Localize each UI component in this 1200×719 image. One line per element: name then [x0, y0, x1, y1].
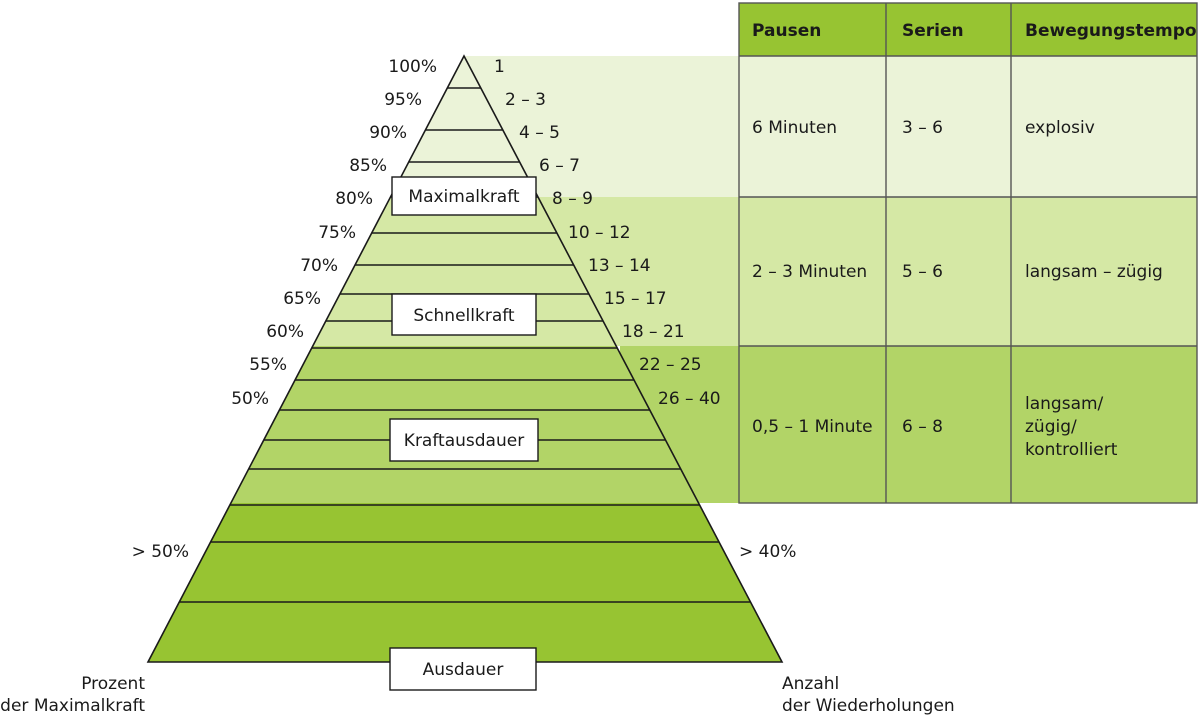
table-cell-tempo: langsam/ — [1025, 394, 1104, 414]
table-cell-tempo: zügig/ — [1025, 417, 1077, 437]
zone-label-maximalkraft: Maximalkraft — [408, 187, 520, 207]
reps-label: 2 – 3 — [505, 90, 546, 110]
table-cell-tempo: langsam – zügig — [1025, 262, 1163, 282]
reps-label: 8 – 9 — [552, 189, 593, 209]
percent-label: 50% — [231, 389, 269, 409]
zone-box-schnellkraft: Schnellkraft — [391, 293, 537, 336]
table-header-bewegungstempo: Bewegungstempo — [1025, 21, 1197, 41]
zone-label-kraftausdauer: Kraftausdauer — [404, 431, 524, 451]
zone-label-schnellkraft: Schnellkraft — [413, 306, 515, 326]
pyramid-zone-ausdauer — [148, 503, 782, 662]
pyramid-divider-lines — [179, 87, 751, 603]
table-cell-pausen: 2 – 3 Minuten — [752, 262, 867, 282]
table-row — [739, 197, 1197, 346]
left-percent-labels: 100% 95% 90% 85% 80% 75% 70% 65% 60% 55%… — [231, 57, 437, 409]
training-parameters-table: Pausen Serien Bewegungstempo 6 Minuten 3… — [738, 2, 1198, 504]
reps-label: 18 – 21 — [622, 322, 685, 342]
percent-label: 100% — [388, 57, 437, 77]
zone-label-ausdauer: Ausdauer — [423, 660, 504, 680]
table-cell-pausen: 0,5 – 1 Minute — [752, 417, 873, 437]
table-cell-tempo: explosiv — [1025, 118, 1095, 138]
table-cell-serien: 3 – 6 — [902, 118, 943, 138]
reps-label: 13 – 14 — [588, 256, 651, 276]
reps-label: 22 – 25 — [639, 355, 702, 375]
table-header-serien: Serien — [902, 21, 964, 41]
table-cell-serien: 5 – 6 — [902, 262, 943, 282]
table-cell-pausen: 6 Minuten — [752, 118, 837, 138]
table-grid — [738, 2, 1198, 504]
axis-left-caption-line1: Prozent — [81, 674, 145, 694]
reps-label: 1 — [494, 57, 505, 77]
percent-label: 80% — [335, 189, 373, 209]
percent-label: 60% — [266, 322, 304, 342]
table-cell-tempo: kontrolliert — [1025, 440, 1118, 460]
axis-left-caption-line2: der Maximalkraft — [0, 696, 145, 716]
percent-label: 75% — [318, 223, 356, 243]
reps-label: 4 – 5 — [519, 123, 560, 143]
percent-label: 70% — [300, 256, 338, 276]
table-header-row — [739, 3, 1197, 56]
percent-label: 95% — [384, 90, 422, 110]
percent-label: 55% — [249, 355, 287, 375]
table-row — [739, 346, 1197, 503]
pyramid-zone-schnellkraft — [312, 197, 617, 346]
reps-label: 10 – 12 — [568, 223, 631, 243]
zone-box-ausdauer: Ausdauer — [389, 647, 537, 691]
reps-label: 15 – 17 — [604, 289, 667, 309]
percent-label: 90% — [369, 123, 407, 143]
axis-right-caption-line2: der Wiederholungen — [782, 696, 955, 716]
percent-label: 65% — [283, 289, 321, 309]
endurance-reps-label: > 40% — [739, 542, 796, 562]
table-header-pausen: Pausen — [752, 21, 821, 41]
reps-label: 26 – 40 — [658, 389, 721, 409]
percent-label: 85% — [349, 156, 387, 176]
endurance-percent-label: > 50% — [132, 542, 189, 562]
table-cell-serien: 6 – 8 — [902, 417, 943, 437]
zone-box-kraftausdauer: Kraftausdauer — [389, 418, 539, 462]
zone-box-maximalkraft: Maximalkraft — [391, 176, 537, 216]
axis-right-caption-line1: Anzahl — [782, 674, 839, 694]
reps-label: 6 – 7 — [539, 156, 580, 176]
table-row — [739, 56, 1197, 197]
right-repetition-labels: 1 2 – 3 4 – 5 6 – 7 8 – 9 10 – 12 13 – 1… — [494, 57, 721, 409]
